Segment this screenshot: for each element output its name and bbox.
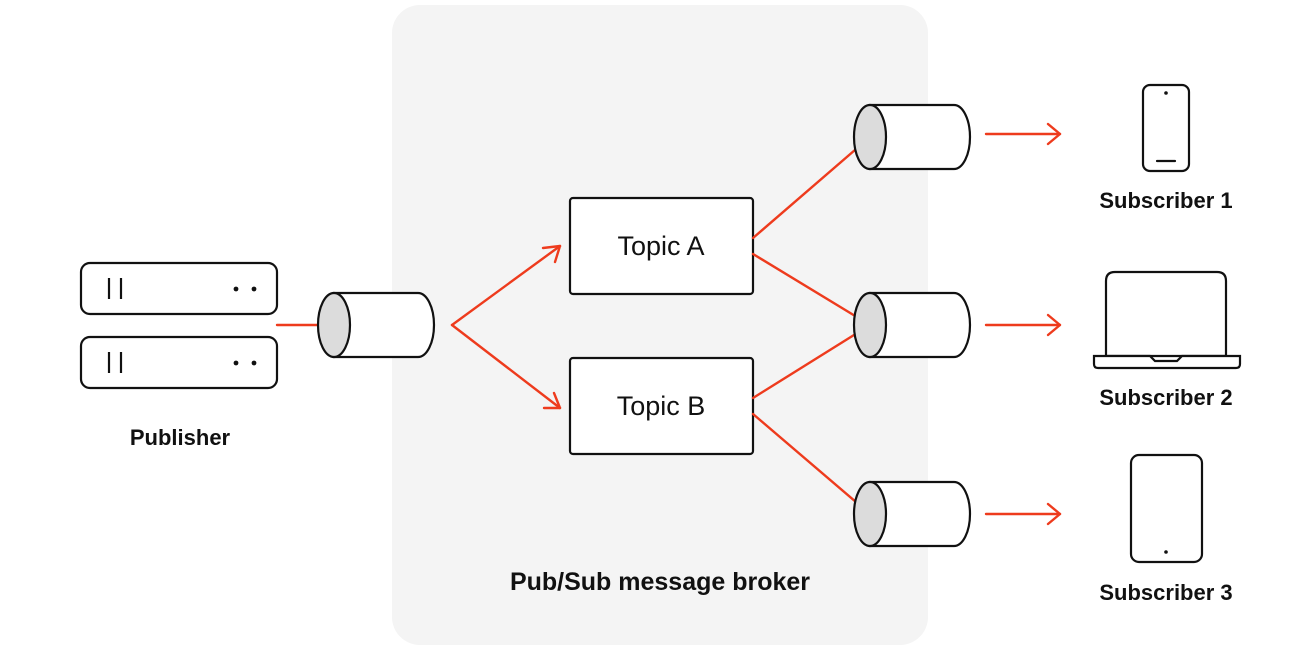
publisher-label: Publisher [130, 425, 231, 450]
arrow-topic-a-to-queue-2 [751, 252, 872, 327]
phone-icon [1141, 83, 1191, 173]
topic-b-box [568, 356, 755, 456]
topic-b-label: Topic B [617, 391, 706, 421]
server-unit-top [79, 261, 279, 316]
laptop-icon [1092, 270, 1242, 370]
broker-panel [392, 5, 928, 645]
server-icon [79, 261, 279, 390]
arrow-queue-to-topic-a [450, 244, 562, 327]
server-unit-bottom [79, 335, 279, 390]
topic-a-box [568, 196, 755, 296]
subscriber-queue-3 [852, 480, 972, 548]
broker-label: Pub/Sub message broker [510, 568, 810, 596]
arrow-topic-a-to-queue-1 [751, 135, 872, 240]
arrow-queue-to-topic-b [450, 323, 562, 410]
subscriber-queue-1 [852, 103, 972, 171]
subscriber-queue-2 [852, 291, 972, 359]
arrow-topic-b-to-queue-3 [751, 412, 872, 516]
topic-a-label: Topic A [617, 231, 704, 261]
input-queue [316, 291, 436, 359]
tablet-icon [1129, 453, 1204, 564]
subscriber-2-label: Subscriber 2 [1099, 385, 1232, 410]
subscriber-1-label: Subscriber 1 [1099, 188, 1232, 213]
arrow-topic-b-to-queue-2 [751, 323, 872, 400]
subscriber-3-label: Subscriber 3 [1099, 580, 1232, 605]
